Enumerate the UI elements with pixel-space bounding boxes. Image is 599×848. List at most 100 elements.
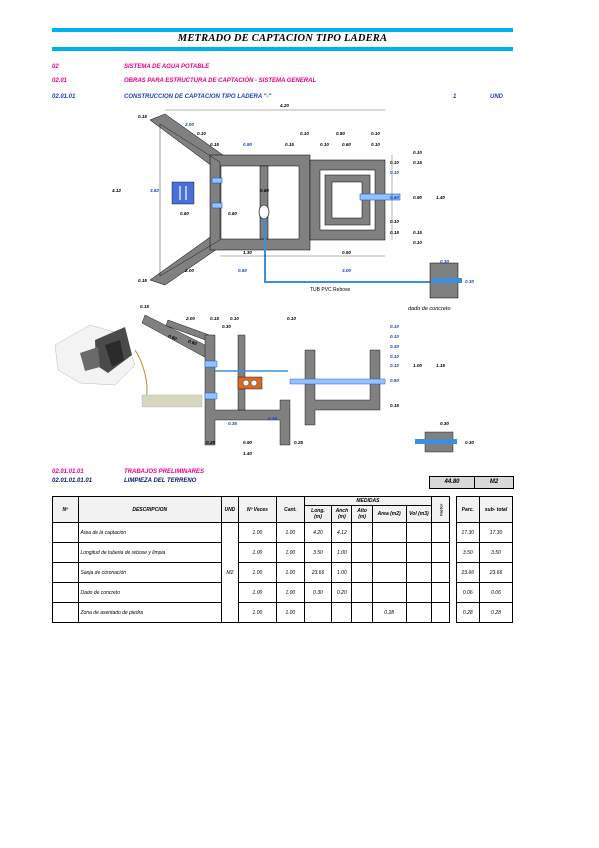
- plan-dim-015e: 0.15: [390, 230, 399, 235]
- item-code-0201: 02.01: [52, 78, 68, 84]
- item-code-0201010101: 02.01.01.01.01: [52, 478, 93, 484]
- cell-parc: 0.28: [455, 602, 480, 623]
- spring-photo: [54, 324, 148, 401]
- section-drawing: [54, 314, 457, 453]
- cell-long: [303, 602, 333, 623]
- header-top-bar: [52, 28, 513, 32]
- plan-dim-060c: 0.60: [390, 195, 399, 200]
- cell-veces: 1.00: [237, 582, 278, 603]
- cell-veces: 1.00: [237, 542, 278, 563]
- sec-dim-025a: 0.25: [206, 440, 215, 445]
- cell-area: [371, 582, 407, 603]
- cell-sub: 3.50: [478, 542, 514, 563]
- cell-anch: 0.20: [331, 582, 353, 603]
- plan-dim-130: 1.30: [243, 250, 252, 255]
- plan-dim-015f: 0.15: [413, 230, 422, 235]
- page-title: METRADO DE CAPTACION TIPO LADERA: [177, 33, 388, 44]
- plan-dim-010h: 0.10: [390, 170, 399, 175]
- cell-vol: [405, 602, 433, 623]
- cell-long: 0.30: [303, 582, 333, 603]
- plan-dim-200b: 2.00: [185, 268, 194, 273]
- cell-desc: Sanja de coronación: [77, 562, 222, 583]
- cell-parc: 17.30: [455, 522, 480, 543]
- plan-dim-015g: 0.15: [138, 278, 147, 283]
- cell-n: [52, 582, 79, 603]
- cell-alto: [351, 542, 373, 563]
- cell-factor: [431, 602, 451, 623]
- item-desc-0201: OBRAS PARA ESTRUCTURA DE CAPTACIÓN - SIS…: [124, 78, 317, 84]
- cell-sub: 0.06: [478, 582, 514, 603]
- item-code-02: 02: [52, 64, 59, 70]
- cell-anch: 4.12: [331, 522, 353, 543]
- plan-dim-090c: 0.90: [342, 250, 351, 255]
- sec-dim-010f: 0.10: [390, 363, 399, 368]
- plan-dim-412: 4.12: [112, 188, 121, 193]
- cell-cant: 1.00: [276, 602, 305, 623]
- th-alto: Alto (m): [351, 505, 373, 523]
- th-n: Nº: [52, 496, 79, 523]
- plan-dim-030a: 0.30: [440, 259, 449, 264]
- plan-drawing: [149, 109, 462, 299]
- cell-desc: Area de la captacion: [77, 522, 222, 543]
- plan-dim-060d: 0.60: [180, 211, 189, 216]
- th-veces: Nº Veces: [237, 496, 278, 523]
- sec-dim-030a: 0.30: [222, 324, 231, 329]
- cell-n: [52, 522, 79, 543]
- plan-dim-015b: 0.15: [210, 142, 219, 147]
- cell-sub: 17.30: [478, 522, 514, 543]
- th-cant: Cant.: [276, 496, 305, 523]
- cell-parc: 3.50: [455, 542, 480, 563]
- cell-vol: [405, 522, 433, 543]
- cell-vol: [405, 542, 433, 563]
- plan-dim-015a: 0.15: [138, 114, 147, 119]
- sec-dim-050: 0.50: [390, 378, 399, 383]
- plan-dim-010f: 0.10: [413, 150, 422, 155]
- cell-spacer: [449, 562, 457, 583]
- item-unit-020101: UND: [490, 94, 503, 100]
- th-sub: sub- total: [478, 496, 514, 523]
- cell-n: [52, 562, 79, 583]
- cell-spacer: [449, 602, 457, 623]
- plan-dim-010b: 0.10: [300, 131, 309, 136]
- plan-dim-010c: 0.10: [371, 131, 380, 136]
- plan-dim-200a: 2.00: [185, 122, 194, 127]
- plan-dim-010e: 0.10: [371, 142, 380, 147]
- plan-dim-010g: 0.10: [390, 160, 399, 165]
- sec-dim-035b: 0.35: [228, 421, 237, 426]
- plan-dim-030b: 0.30: [465, 279, 474, 284]
- plan-dim-060a: 0.60: [342, 142, 351, 147]
- cell-factor: [431, 542, 451, 563]
- sec-dim-090: 0.90: [243, 440, 252, 445]
- sec-dim-010a: 0.10: [230, 316, 239, 321]
- th-area: Area (m2): [371, 505, 407, 523]
- plan-dim-010j: 0.10: [413, 240, 422, 245]
- plan-dim-420: 4.20: [280, 103, 289, 108]
- th-und: UND: [220, 496, 239, 523]
- cell-factor: [431, 582, 451, 603]
- plan-dim-010i: 0.10: [390, 219, 399, 224]
- section-valve: [237, 376, 263, 390]
- cell-veces: 1.00: [237, 562, 278, 583]
- th-parc: Parc.: [455, 496, 480, 523]
- sec-dim-140: 1.40: [243, 451, 252, 456]
- cell-cant: 1.00: [276, 582, 305, 603]
- cell-n: [52, 602, 79, 623]
- th-long: Long. (m): [303, 505, 333, 523]
- cell-parc: 0.06: [455, 582, 480, 603]
- sec-dim-030c: 0.30: [440, 421, 449, 426]
- plan-label-tub-pvc: TUB PVC Rebose: [310, 287, 351, 293]
- limpieza-total: 44.80: [429, 476, 475, 489]
- plan-dim-090a: 0.90: [243, 142, 252, 147]
- item-code-02010101: 02.01.01.01: [52, 469, 84, 475]
- cell-factor: [431, 562, 451, 583]
- plan-dim-015d: 0.15: [413, 160, 422, 165]
- sec-dim-115: 1.15: [436, 363, 445, 368]
- cell-area: 0.28: [371, 602, 407, 623]
- limpieza-unit: M2: [474, 476, 514, 489]
- sec-dim-010e: 0.10: [390, 354, 399, 359]
- item-desc-02010101: TRABAJOS PRELIMINARES: [124, 469, 205, 475]
